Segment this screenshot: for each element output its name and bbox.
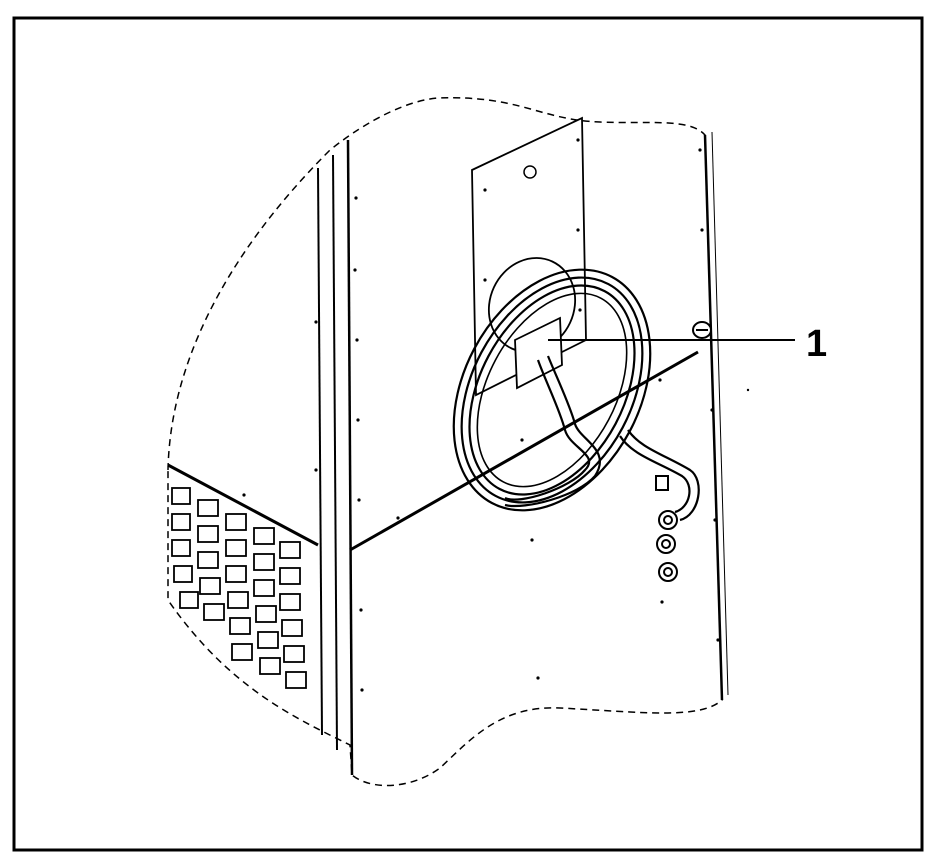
screw-icon xyxy=(692,321,712,339)
left-panel-edges xyxy=(317,139,354,776)
right-panel-edges xyxy=(703,131,729,701)
frame-border xyxy=(12,16,924,852)
terminal-block xyxy=(655,475,678,582)
mounting-hole-icon xyxy=(523,165,537,179)
ventilation-grille xyxy=(171,487,307,689)
heating-element xyxy=(452,268,700,522)
panel-division-lines xyxy=(167,350,699,552)
callout-label: 1 xyxy=(806,323,827,365)
rivet-dots xyxy=(242,138,750,692)
fan-hub xyxy=(487,257,577,390)
